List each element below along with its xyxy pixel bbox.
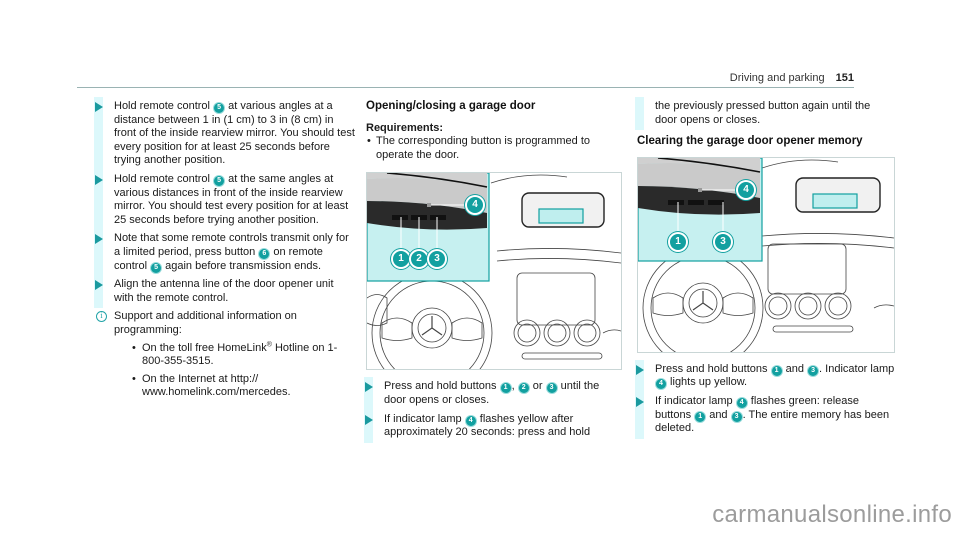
callout-number-icon: 4 [656, 379, 666, 390]
info-icon: i [96, 311, 107, 323]
step-arrow-icon [95, 234, 103, 245]
figure-label-1: 1 [670, 233, 686, 250]
middle-column: Opening/closing a garage door Requiremen… [364, 100, 622, 445]
continuation-text: the previously pressed button again unti… [655, 100, 871, 126]
callout-number-icon: 4 [465, 415, 476, 426]
callout-number-icon: 3 [731, 411, 742, 422]
figure-label-4: 4 [467, 197, 483, 214]
section-heading-clearing-memory: Clearing the garage door opener memory [637, 135, 863, 148]
step-arrow-icon [95, 102, 103, 112]
callout-number-icon: 5 [214, 103, 225, 113]
step-item: Align the antenna line of the door opene… [94, 275, 356, 309]
indicator-lamp [427, 203, 431, 208]
callout-number-icon: 5 [151, 262, 162, 273]
callout-number-icon: 3 [546, 383, 557, 394]
info-bullets: On the toll free HomeLink® Hotline on 1-… [114, 341, 356, 400]
section-heading-open-close: Opening/closing a garage door [366, 100, 536, 112]
info-note: i Support and additional information on … [96, 310, 356, 400]
figure-label-2: 2 [411, 251, 427, 268]
callout-number-icon: 1 [695, 411, 706, 422]
callout-number-icon: 3 [808, 365, 819, 376]
step-item: Hold remote control 5 at various angles … [94, 97, 356, 171]
info-bullet: On the Internet at http:// www.homelink.… [132, 373, 356, 400]
step-arrow-icon [365, 382, 373, 393]
step-continuation: the previously pressed button again unti… [635, 96, 895, 131]
header-rule [77, 87, 854, 88]
figure-label-4: 4 [738, 181, 754, 198]
page-number: 151 [835, 72, 854, 84]
brand-logo [692, 290, 714, 311]
step-arrow-icon [636, 364, 644, 375]
requirement-item: The corresponding button is programmed t… [366, 135, 620, 162]
step-item: If indicator lamp 4 flashes yellow after… [364, 409, 620, 443]
button-area-highlight [538, 208, 584, 224]
requirements: Requirements: The corresponding button i… [366, 122, 620, 163]
step-item: If indicator lamp 4 flashes green: relea… [635, 391, 895, 439]
callout-number-icon: 4 [736, 397, 747, 408]
callout-number-icon: 1 [500, 383, 511, 394]
section-title: Driving and parking [729, 72, 825, 84]
step-item: Note that some remote controls transmit … [94, 229, 356, 276]
mirror-illustration [367, 173, 621, 370]
callout-number-icon: 2 [518, 383, 529, 394]
left-column: Hold remote control 5 at various angles … [94, 97, 356, 404]
left-steps: Hold remote control 5 at various angles … [94, 97, 356, 309]
figure-label-1: 1 [393, 251, 409, 268]
step-arrow-icon [95, 174, 103, 185]
running-header: Driving and parking 151 [730, 72, 854, 84]
center-display [767, 243, 847, 295]
figure-label-3: 3 [715, 233, 731, 250]
info-bullet: On the toll free HomeLink® Hotline on 1-… [132, 341, 356, 369]
step-arrow-icon [636, 396, 644, 407]
inset-closeup [367, 173, 490, 282]
watermark: carmanualsonline.info [712, 501, 952, 528]
step-arrow-icon [95, 280, 103, 291]
right-steps: Press and hold buttons 1 and 3. Indicato… [635, 359, 895, 439]
inset-closeup [638, 157, 763, 262]
mirror-illustration-clear [638, 157, 894, 352]
figure-label-3: 3 [429, 251, 445, 268]
center-display [516, 272, 596, 326]
callout-number-icon: 6 [259, 248, 270, 259]
right-column: the previously pressed button again unti… [635, 96, 895, 441]
step-item: Press and hold buttons 1, 2 or 3 until t… [364, 377, 620, 411]
callout-number-icon: 1 [771, 365, 782, 376]
requirements-label: Requirements: [366, 121, 444, 134]
middle-steps: Press and hold buttons 1, 2 or 3 until t… [364, 377, 620, 443]
step-arrow-icon [365, 414, 373, 425]
button-area-highlight [812, 193, 858, 209]
indicator-lamp [698, 187, 702, 192]
step-item: Press and hold buttons 1 and 3. Indicato… [635, 359, 895, 394]
brand-logo [421, 316, 443, 336]
callout-number-icon: 5 [214, 175, 225, 186]
step-item: Hold remote control 5 at the same angles… [94, 169, 356, 231]
info-text: Support and additional information on pr… [114, 310, 297, 336]
figure-mirror-buttons-13: 1 3 4 [637, 156, 895, 353]
